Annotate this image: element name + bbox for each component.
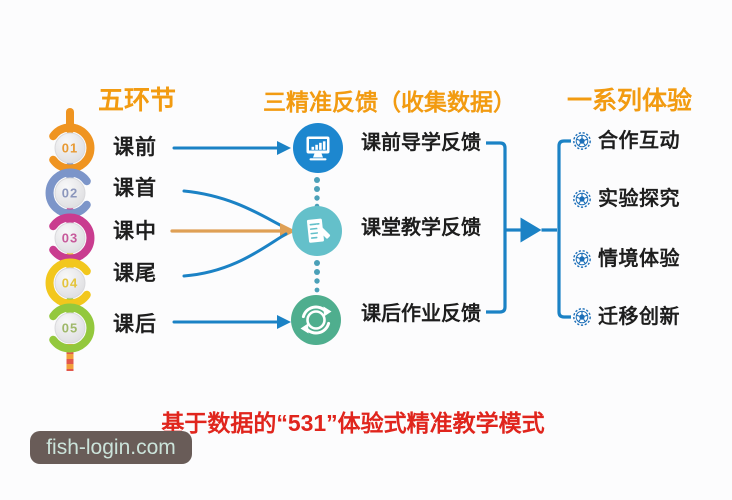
dotted-connector: [314, 260, 320, 293]
experience-label-3: 情境体验: [598, 248, 680, 270]
stage-label-kewei: 课尾: [113, 262, 157, 285]
dotted-connector: [314, 177, 320, 209]
stage-number: 02: [62, 186, 78, 201]
stage-label-kezhong: 课中: [113, 220, 157, 243]
watermark-badge: fish-login.com: [30, 431, 192, 464]
chain-ring-5: [49, 303, 95, 353]
stage-number: 04: [62, 276, 78, 291]
chain-ring-4: [45, 258, 91, 308]
big-arrow: [520, 217, 542, 243]
stage-label-kepian: 课前: [113, 136, 157, 159]
experience-label-1: 合作互动: [598, 130, 680, 152]
stage-label-keshou: 课首: [113, 177, 157, 200]
chain-ring-2: [45, 168, 91, 218]
stage-number-circle: [54, 177, 86, 209]
stage-number-circle: [54, 132, 86, 164]
right-column-title: 一系列体验: [567, 87, 693, 115]
monitor-chart-icon: [293, 123, 343, 173]
feedback-label-3: 课后作业反馈: [361, 303, 481, 325]
diagram-title: 基于数据的“531”体验式精准教学模式: [161, 410, 545, 436]
experience-bracket: [557, 139, 571, 319]
left-column-title: 五环节: [98, 85, 177, 115]
experience-label-2: 实验探究: [598, 188, 680, 210]
stage-number-circle: [54, 267, 86, 299]
stage-number-circle: [54, 222, 86, 254]
cycle-arrows-icon: [291, 295, 341, 345]
stage-number: 05: [62, 321, 78, 336]
stage-number-circle: [54, 312, 86, 344]
curve-keshou: [182, 189, 288, 230]
curve-kewei: [182, 232, 288, 278]
stage-label-kehou: 课后: [113, 313, 157, 336]
chain-ring-3: [49, 213, 95, 263]
document-pencil-icon: [292, 206, 342, 256]
feedback-label-1: 课前导学反馈: [361, 132, 481, 154]
chain-ring-1: [49, 123, 95, 173]
stage-to-feedback-arrows: [170, 141, 296, 329]
middle-column-title: 三精准反馈（收集数据）: [263, 89, 516, 115]
feedback-label-2: 课堂教学反馈: [361, 217, 481, 239]
stage-number: 01: [62, 141, 78, 156]
experience-label-4: 迁移创新: [598, 306, 680, 328]
feedback-bracket: [486, 141, 557, 314]
stage-chain: 01 02 03 04 05: [45, 108, 95, 371]
stage-number: 03: [62, 231, 78, 246]
